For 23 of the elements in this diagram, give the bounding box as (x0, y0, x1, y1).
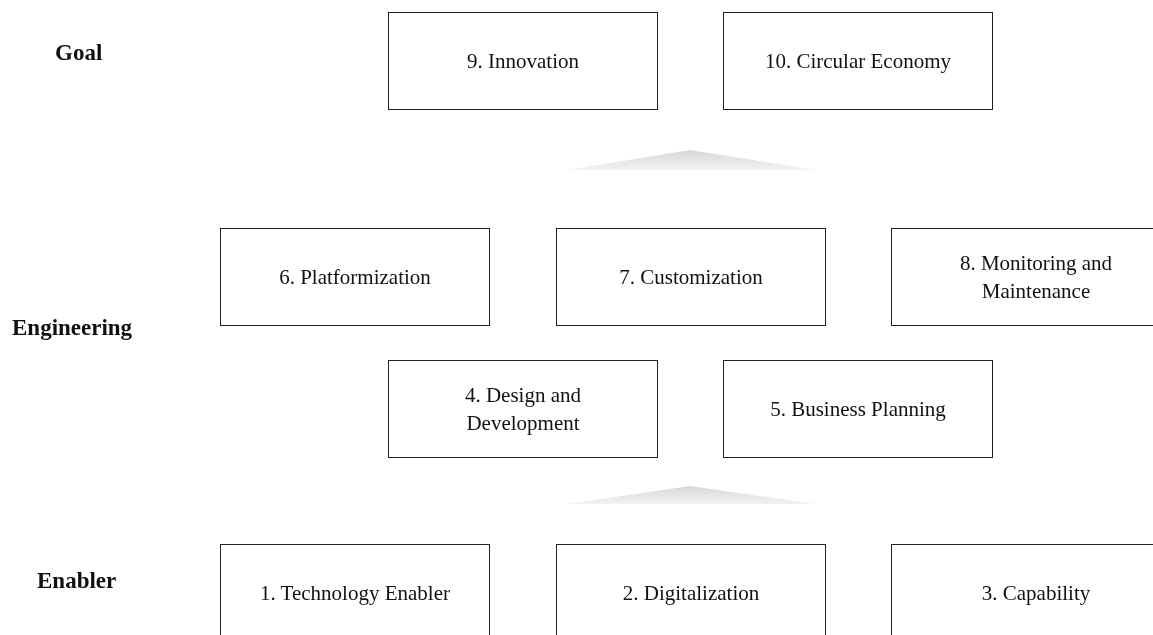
box-label: 5. Business Planning (769, 395, 947, 423)
box-label: 8. Monitoring and Maintenance (958, 249, 1114, 305)
box-label: 2. Digitalization (621, 579, 761, 607)
box-label: 10. Circular Economy (763, 47, 952, 75)
process-box (723, 12, 993, 110)
process-box (388, 360, 658, 458)
box-label: 6. Platformization (278, 263, 432, 291)
box-label: 1. Technology Enabler (259, 579, 451, 607)
process-box (891, 228, 1153, 326)
process-box (723, 360, 993, 458)
process-box (220, 228, 490, 326)
process-box (556, 544, 826, 635)
box-label: 4. Design and Development (463, 381, 583, 437)
layer-label: Engineering (12, 315, 133, 341)
layer-label: Goal (55, 40, 103, 66)
layer-label: Enabler (37, 568, 117, 594)
process-box (388, 12, 658, 110)
box-label: 7. Customization (618, 263, 764, 291)
box-label: 9. Innovation (466, 47, 580, 75)
process-box (220, 544, 490, 635)
process-box (556, 228, 826, 326)
process-box (891, 544, 1153, 635)
box-label: 3. Capability (980, 579, 1092, 607)
